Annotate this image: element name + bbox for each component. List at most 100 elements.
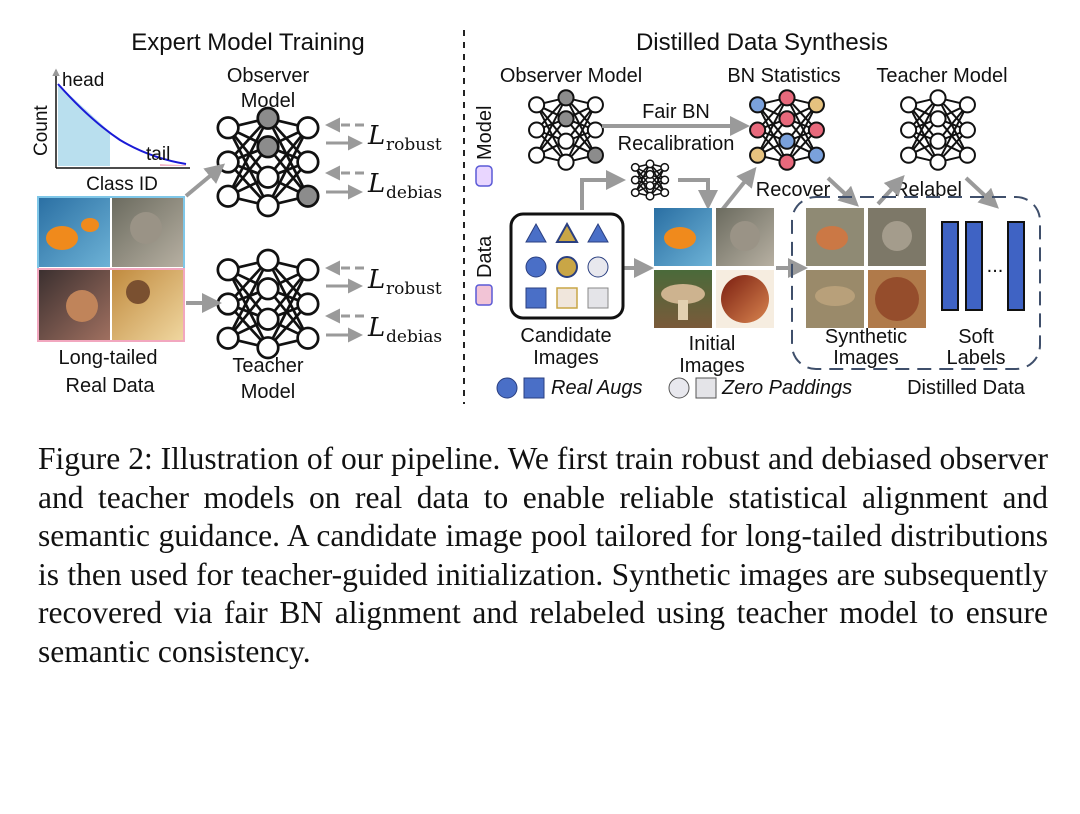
network-node <box>900 121 918 139</box>
network-node <box>256 307 280 331</box>
synthetic-label-2: Images <box>833 347 899 369</box>
legend-zero-paddings: Zero Paddings <box>721 377 852 399</box>
network-node <box>645 181 655 191</box>
network-node <box>630 162 640 172</box>
network-node <box>256 277 280 301</box>
network-node <box>557 89 575 107</box>
network-node <box>778 110 796 128</box>
network-node <box>660 162 670 172</box>
network-node <box>528 121 546 139</box>
network-node <box>296 292 320 316</box>
loss-robust-top: L robust <box>367 121 442 155</box>
network-node <box>586 96 604 114</box>
network-node <box>557 153 575 171</box>
svg-text:robust: robust <box>386 279 442 299</box>
pizza-image <box>112 269 184 341</box>
network-node <box>256 165 280 189</box>
network-node <box>557 132 575 150</box>
section-model-label: Model <box>474 106 496 160</box>
svg-text:L: L <box>367 169 385 199</box>
network-node <box>749 146 767 164</box>
left-title: Expert Model Training <box>131 29 364 56</box>
network-node <box>630 188 640 198</box>
network-node <box>807 121 825 139</box>
legend-real-augs: Real Augs <box>551 377 643 399</box>
bn-statistics-header: BN Statistics <box>727 65 840 87</box>
svg-text:robust: robust <box>386 135 442 155</box>
svg-text:L: L <box>367 313 385 343</box>
network-node <box>216 116 240 140</box>
network-node <box>256 135 280 159</box>
network-node <box>778 153 796 171</box>
relabel-label: Relabel <box>894 179 962 201</box>
network-node <box>778 132 796 150</box>
long-tail-histogram: head tail Count Class ID <box>31 68 190 195</box>
network-node <box>958 96 976 114</box>
distribution-curve <box>57 83 187 165</box>
network-node <box>645 191 655 201</box>
synthetic-images <box>806 208 926 328</box>
network-node <box>256 248 280 272</box>
loss-arrows <box>325 117 364 343</box>
network-node <box>900 96 918 114</box>
network-node <box>749 96 767 114</box>
x-axis-label: Class ID <box>86 174 158 195</box>
tail-label: tail <box>146 144 170 165</box>
bn-statistics-network-icon <box>749 89 825 171</box>
recover-label: Recover <box>756 179 831 201</box>
arrow-data-to-observer <box>184 163 226 198</box>
network-node <box>296 184 320 208</box>
network-node <box>660 175 670 185</box>
network-node <box>749 121 767 139</box>
teacher-network-icon-small <box>900 89 976 171</box>
candidate-label-2: Images <box>533 347 599 369</box>
pipeline-arrows <box>580 166 999 278</box>
real-data-images <box>37 196 185 342</box>
network-node <box>586 146 604 164</box>
network-node <box>216 258 240 282</box>
data-section-icon <box>475 284 493 306</box>
svg-text:debias: debias <box>386 183 442 203</box>
section-data-label: Data <box>474 235 496 278</box>
fair-bn-label-1: Fair BN <box>642 101 710 123</box>
loss-debias-bottom: L debias <box>367 313 442 347</box>
candidate-shapes <box>525 221 609 309</box>
observer-label-1: Observer <box>227 65 310 87</box>
network-node <box>958 146 976 164</box>
network-node <box>900 146 918 164</box>
synthetic-label-1: Synthetic <box>825 326 907 348</box>
teacher-label-2: Model <box>241 381 295 403</box>
network-node <box>586 121 604 139</box>
network-node <box>216 292 240 316</box>
distilled-data-label: Distilled Data <box>907 377 1026 399</box>
teacher-label-1: Teacher <box>232 355 303 377</box>
teacher-model-header: Teacher Model <box>876 65 1007 87</box>
network-node <box>929 89 947 107</box>
network-node <box>296 116 320 140</box>
network-node <box>645 159 655 169</box>
initial-label-1: Initial <box>689 333 736 355</box>
candidate-label-1: Candidate <box>520 325 611 347</box>
network-node <box>216 184 240 208</box>
network-node <box>630 175 640 185</box>
y-axis-label: Count <box>31 105 52 156</box>
observer-model-header: Observer Model <box>500 65 642 87</box>
network-node <box>807 96 825 114</box>
soft-label-1: Soft <box>958 326 994 348</box>
network-node <box>557 110 575 128</box>
observer-label-2: Model <box>241 90 295 112</box>
svg-text:L: L <box>367 121 385 151</box>
fair-bn-label-2: Recalibration <box>618 133 735 155</box>
figure-caption: Figure 2: Illustration of our pipeline. … <box>38 441 1048 669</box>
real-data-label-1: Long-tailed <box>59 347 158 369</box>
real-data-label-2: Real Data <box>66 375 156 397</box>
network-node <box>256 194 280 218</box>
network-node <box>929 153 947 171</box>
observer-network-icon-small <box>528 89 604 171</box>
network-node <box>296 150 320 174</box>
network-node <box>528 146 546 164</box>
network-node <box>216 326 240 350</box>
tiny-network-icon <box>630 159 670 201</box>
teacher-network-icon <box>216 248 320 360</box>
network-node <box>958 121 976 139</box>
